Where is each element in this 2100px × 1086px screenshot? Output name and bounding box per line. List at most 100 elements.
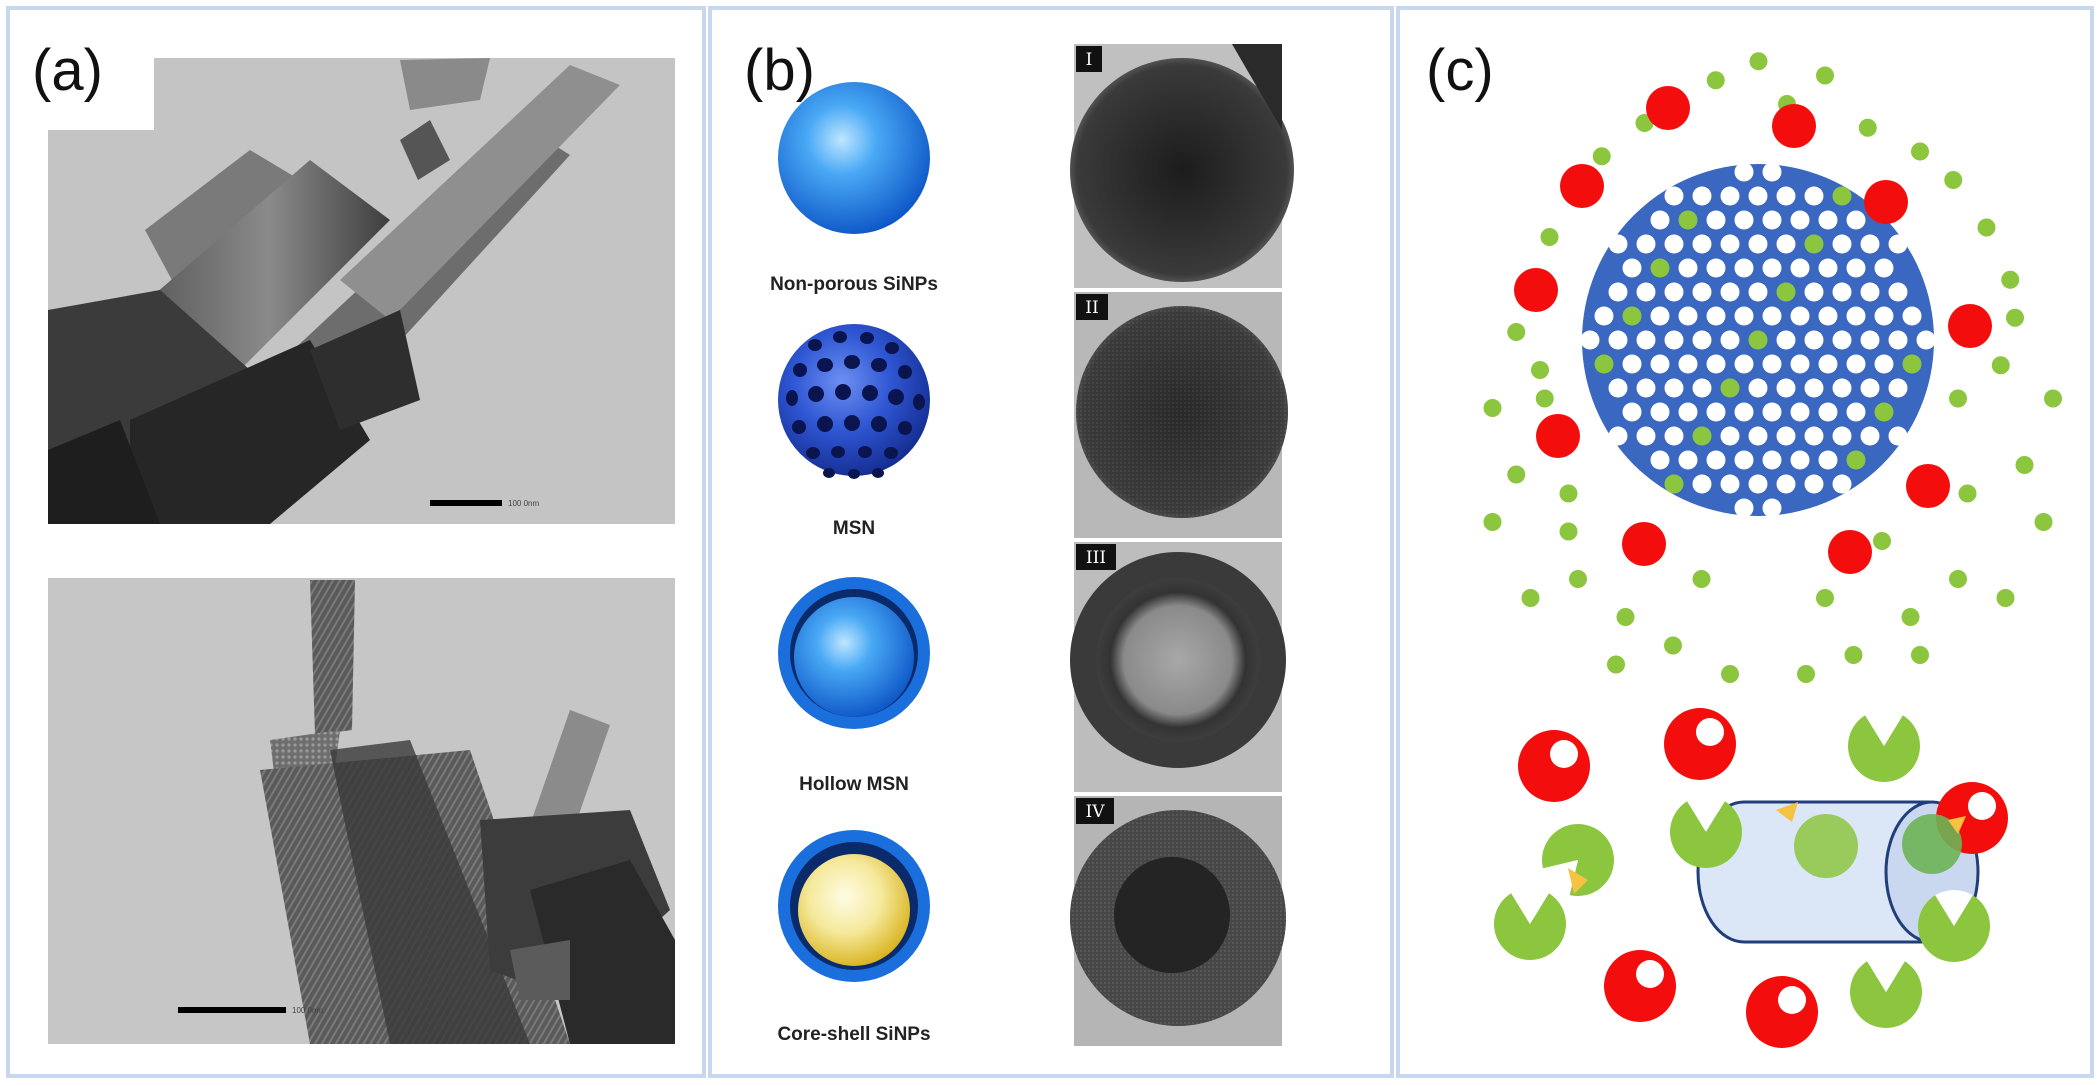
pore xyxy=(1664,426,1684,446)
pore xyxy=(1622,402,1642,422)
numeral-i: I xyxy=(1086,50,1093,70)
small-molecule xyxy=(1521,589,1540,607)
pore xyxy=(1776,186,1796,206)
small-molecule xyxy=(1540,228,1559,246)
pore xyxy=(1776,330,1796,350)
pore xyxy=(1636,426,1656,446)
pore xyxy=(1860,378,1880,398)
small-molecule xyxy=(1559,484,1578,503)
pacman-molecules xyxy=(1494,708,2008,1048)
pore xyxy=(1888,330,1908,350)
pore xyxy=(1720,282,1740,302)
red-receptor xyxy=(1604,950,1676,1022)
small-molecule xyxy=(1991,356,2010,375)
caption-hollow-msn: Hollow MSN xyxy=(799,774,909,795)
pore xyxy=(1706,450,1726,470)
small-molecule xyxy=(1797,665,1815,683)
pore xyxy=(1846,402,1866,422)
pore xyxy=(1832,426,1852,446)
pore xyxy=(1790,258,1810,278)
pore xyxy=(1790,450,1810,470)
large-molecule xyxy=(1622,522,1666,566)
pore xyxy=(1720,378,1740,398)
small-molecule xyxy=(1977,218,1996,237)
large-molecule xyxy=(1536,414,1580,458)
pore xyxy=(1846,258,1866,278)
red-receptor-pocket xyxy=(1968,792,1996,820)
scale-bar-bottom xyxy=(178,1007,286,1013)
pore xyxy=(1692,330,1712,350)
pore xyxy=(1818,402,1838,422)
pore xyxy=(1636,282,1656,302)
pore xyxy=(1734,450,1754,470)
pore xyxy=(1846,306,1866,326)
small-molecule xyxy=(1749,52,1768,71)
tem-iv: IV xyxy=(1070,796,1286,1046)
small-molecule xyxy=(1844,646,1863,664)
pore xyxy=(1720,426,1740,446)
small-molecule xyxy=(1816,66,1834,85)
pore xyxy=(1622,354,1642,374)
pore xyxy=(1706,210,1726,230)
pore xyxy=(1706,402,1726,422)
pore xyxy=(1734,402,1754,422)
pore xyxy=(1650,258,1670,278)
pore xyxy=(1664,378,1684,398)
large-molecule xyxy=(1948,304,1992,348)
red-receptor-pocket xyxy=(1550,740,1578,768)
pore xyxy=(1860,234,1880,254)
pore xyxy=(1832,378,1852,398)
silica-types-diagram: Non-porous SiNPs MSN Hollow MSN xyxy=(770,44,1294,1046)
scale-bar-top xyxy=(430,500,502,506)
small-molecule xyxy=(1706,71,1725,90)
green-binder xyxy=(1918,895,1990,963)
non-porous-sphere xyxy=(778,82,930,234)
pore xyxy=(1622,306,1642,326)
small-molecule xyxy=(1616,608,1635,626)
pore xyxy=(1734,354,1754,374)
red-receptor xyxy=(1518,730,1590,802)
small-molecule xyxy=(2006,308,2024,327)
pore xyxy=(1776,426,1796,446)
tem-ii: II xyxy=(1074,292,1288,538)
pore xyxy=(1804,234,1824,254)
tem-image-top: 100 0nm xyxy=(48,58,675,524)
pore xyxy=(1608,426,1628,446)
pore xyxy=(1860,426,1880,446)
small-molecule xyxy=(1721,665,1739,683)
pore xyxy=(1692,234,1712,254)
pore xyxy=(1594,354,1614,374)
pore xyxy=(1748,234,1768,254)
large-molecule xyxy=(1828,530,1872,574)
pore xyxy=(1678,450,1698,470)
green-in-tube xyxy=(1794,814,1858,878)
hollow-msn-sphere xyxy=(778,577,930,729)
small-molecule xyxy=(1949,389,1967,408)
pore xyxy=(1916,330,1936,350)
pore xyxy=(1776,378,1796,398)
pore xyxy=(1762,258,1782,278)
pore xyxy=(1734,498,1754,518)
pore xyxy=(1748,474,1768,494)
pore xyxy=(1636,330,1656,350)
pore xyxy=(1748,378,1768,398)
pore xyxy=(1832,330,1852,350)
large-molecule xyxy=(1514,268,1558,312)
pore xyxy=(1650,450,1670,470)
large-molecule xyxy=(1646,86,1690,130)
red-receptor-pocket xyxy=(1696,718,1724,746)
caption-msn: MSN xyxy=(833,518,875,539)
pore xyxy=(1748,426,1768,446)
green-binder-notch xyxy=(1865,709,1903,746)
pore xyxy=(1692,378,1712,398)
pore xyxy=(1622,258,1642,278)
pore xyxy=(1874,402,1894,422)
small-molecule xyxy=(1901,608,1920,626)
pore xyxy=(1650,210,1670,230)
pore xyxy=(1804,378,1824,398)
scale-bar-top-label: 100 0nm xyxy=(508,499,539,508)
pore xyxy=(1720,474,1740,494)
small-molecule xyxy=(2034,513,2053,531)
numeral-ii: II xyxy=(1085,298,1098,318)
small-molecule xyxy=(1858,118,1877,137)
